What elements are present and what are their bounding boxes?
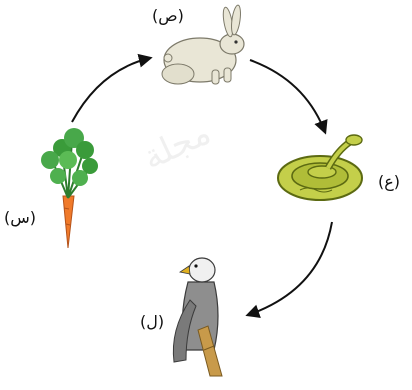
arrow-rabbit-to-snake [250,60,325,132]
snake-icon [278,135,362,200]
label-carrot: (س) [4,210,36,226]
arrow-carrot-to-rabbit [72,58,150,122]
watermark-logo: مجلة [137,112,217,178]
eagle-icon [173,258,222,376]
arrow-snake-to-eagle [248,222,332,315]
label-rabbit: (ص) [152,8,184,24]
label-snake: (ع) [378,174,400,190]
label-eagle: (ل) [140,314,164,330]
svg-text:مجلة: مجلة [137,112,217,178]
carrot-icon [41,128,98,248]
